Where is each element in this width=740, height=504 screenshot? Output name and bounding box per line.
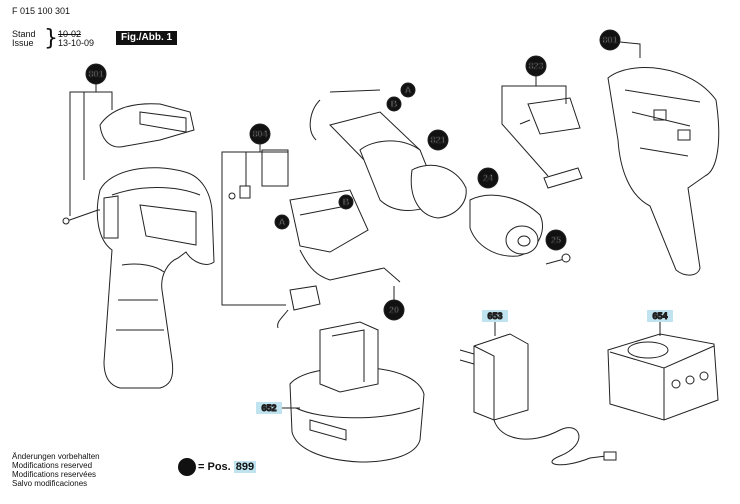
letter-a-motor-label: A [405, 85, 412, 95]
callout-20: 20 [383, 299, 405, 321]
tag-654-label: 654 [652, 311, 667, 321]
letter-a-motor: A [400, 82, 416, 98]
tag-653: 653 [482, 310, 508, 322]
letter-a-switch-label: A [279, 217, 286, 227]
callout-801-right: 801 [599, 29, 621, 51]
stand-label: Stand [12, 29, 36, 39]
issue-label: Issue [12, 38, 34, 48]
callout-821-label: 821 [430, 135, 445, 145]
callout-804: 804 [249, 123, 271, 145]
charger-plug [459, 333, 617, 466]
tag-654: 654 [647, 310, 673, 322]
charging-stand [607, 333, 719, 421]
note-french: Modifications reservées [12, 470, 97, 479]
switch-assembly [228, 149, 401, 329]
document-number: F 015 100 301 [12, 6, 71, 16]
callout-801-left: 801 [85, 63, 107, 85]
letter-a-switch: A [274, 214, 290, 230]
callout-24: 24 [477, 167, 499, 189]
letter-b-switch: B [338, 194, 354, 210]
callout-804-label: 804 [252, 129, 267, 139]
letter-b-motor-label: B [391, 99, 398, 109]
callout-823: 823 [525, 55, 547, 77]
note-spanish: Salvo modificaciones [12, 479, 88, 488]
legend-dot-icon [178, 458, 196, 476]
chuck-screw [545, 253, 571, 265]
callout-25: 25 [545, 229, 567, 251]
stand-date: 10-02 [58, 29, 82, 39]
tag-652: 652 [256, 402, 282, 414]
letter-b-motor: B [386, 96, 402, 112]
callout-823-label: 823 [528, 61, 543, 71]
leader-lines [69, 41, 661, 409]
modification-notes: Änderungen vorbehalten Modifications res… [12, 452, 100, 488]
chuck [469, 194, 543, 257]
letter-b-switch-label: B [343, 197, 350, 207]
figure-label: Fig./Abb. 1 [116, 31, 178, 45]
callout-20-label: 20 [389, 305, 399, 315]
legend-number: 899 [233, 461, 257, 473]
legend-label: = Pos. [198, 461, 231, 473]
note-english: Modifications reserved [12, 461, 93, 470]
callout-801-left-label: 801 [88, 69, 103, 79]
note-german: Änderungen vorbehalten [12, 452, 100, 461]
tag-652-label: 652 [261, 403, 276, 413]
battery-pack [289, 321, 425, 463]
date-brace: } [44, 26, 58, 51]
housing-screw [62, 209, 100, 225]
drill-housing-right [607, 67, 720, 276]
issue-date: 13-10-09 [58, 38, 95, 48]
callout-821: 821 [427, 129, 449, 151]
tag-653-label: 653 [487, 311, 502, 321]
top-cover [99, 103, 195, 148]
drill-housing-left [96, 167, 215, 389]
callout-25-label: 25 [551, 235, 561, 245]
motor-gearbox [309, 89, 467, 219]
legend: = Pos. 899 [178, 458, 257, 476]
callout-24-label: 24 [483, 173, 493, 183]
callout-801-right-label: 801 [602, 35, 617, 45]
slide-switch [519, 97, 583, 189]
